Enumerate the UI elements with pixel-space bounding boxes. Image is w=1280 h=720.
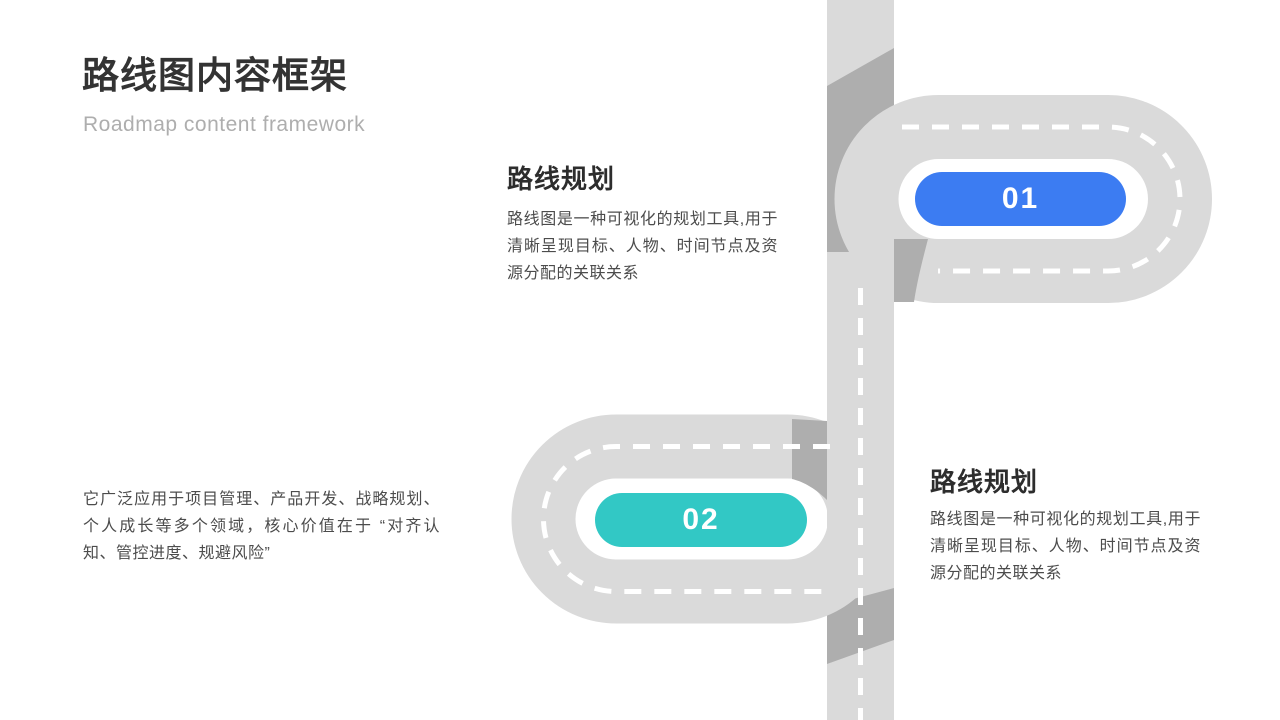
milestone-badge-2: 02 [595, 493, 807, 547]
section-1-body: 路线图是一种可视化的规划工具,用于清晰呈现目标、人物、时间节点及资源分配的关联关… [507, 211, 778, 282]
section-2-heading: 路线规划 [930, 467, 1039, 497]
lane-dash-loop-1 [902, 124, 1183, 274]
milestone-number-1: 01 [1001, 182, 1040, 215]
road-shadow-loop1-under [894, 239, 928, 302]
page-title: 路线图内容框架 [82, 55, 348, 96]
section-1-heading: 路线规划 [507, 164, 616, 194]
milestone-number-2: 02 [682, 503, 720, 536]
lane-dash-loop-2 [541, 444, 832, 594]
road-shadow-loop2-under [792, 419, 827, 500]
page-subtitle: Roadmap content framework [83, 113, 366, 136]
milestone-badge-1: 01 [915, 172, 1126, 226]
section-2-body: 路线图是一种可视化的规划工具,用于清晰呈现目标、人物、时间节点及资源分配的关联关… [930, 511, 1201, 582]
description-note: 它广泛应用于项目管理、产品开发、战略规划、个人成长等多个领域，核心价值在于 “对… [83, 491, 440, 562]
